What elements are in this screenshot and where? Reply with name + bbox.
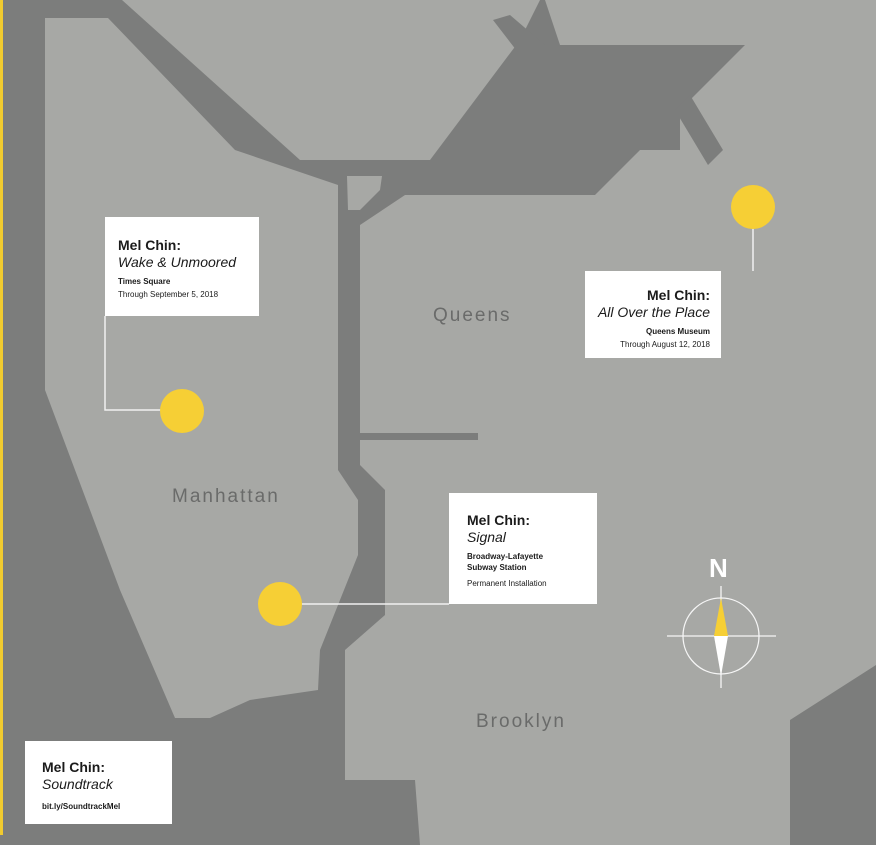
creek-channel [675, 95, 723, 165]
lower-left-water [0, 835, 45, 845]
callout-venue-line-1: Broadway-Lafayette [467, 552, 544, 561]
leader-line-wake [104, 316, 165, 411]
callout-title: Wake & Unmoored [118, 254, 237, 270]
compass-north-label: N [709, 553, 728, 583]
callout-dates: Through August 12, 2018 [620, 340, 710, 349]
north-shore-landmass [545, 0, 876, 45]
callout-artist: Mel Chin: [42, 759, 105, 775]
callout-venue: Times Square [118, 277, 171, 286]
callout-all-over-the-place[interactable]: Mel Chin: All Over the Place Queens Muse… [585, 271, 721, 358]
region-label-queens: Queens [433, 305, 512, 326]
compass-south-needle [714, 636, 728, 676]
page-accent-border [0, 0, 3, 845]
callout-title: Soundtrack [42, 776, 113, 792]
compass-north-needle [714, 598, 728, 636]
callout-artist: Mel Chin: [467, 512, 530, 528]
soundtrack-link[interactable]: bit.ly/SoundtrackMel [42, 802, 121, 811]
marker-signal[interactable] [258, 582, 302, 626]
north-channel [493, 15, 545, 55]
callout-artist: Mel Chin: [647, 287, 710, 303]
callout-dates: Through September 5, 2018 [118, 290, 219, 299]
callout-title: All Over the Place [597, 304, 710, 320]
compass-rose [667, 586, 776, 688]
callout-artist: Mel Chin: [118, 237, 181, 253]
region-label-brooklyn: Brooklyn [476, 711, 566, 732]
queens-brooklyn-landmass [345, 45, 876, 845]
region-label-manhattan: Manhattan [172, 486, 280, 507]
roosevelt-island [347, 176, 382, 210]
marker-wake-unmoored[interactable] [160, 389, 204, 433]
manhattan-landmass [45, 18, 358, 718]
callout-signal[interactable]: Mel Chin: Signal Broadway-Lafayette Subw… [449, 493, 597, 604]
callout-soundtrack[interactable]: Mel Chin: Soundtrack bit.ly/SoundtrackMe… [25, 741, 172, 824]
callout-venue: Queens Museum [645, 327, 710, 336]
callout-title: Signal [467, 529, 506, 545]
callout-dates: Permanent Installation [467, 579, 547, 588]
marker-all-over-the-place[interactable] [731, 185, 775, 229]
callout-wake-unmoored[interactable]: Mel Chin: Wake & Unmoored Times Square T… [105, 217, 259, 316]
bronx-landmass [122, 0, 540, 160]
callout-venue-line-2: Subway Station [467, 563, 527, 572]
